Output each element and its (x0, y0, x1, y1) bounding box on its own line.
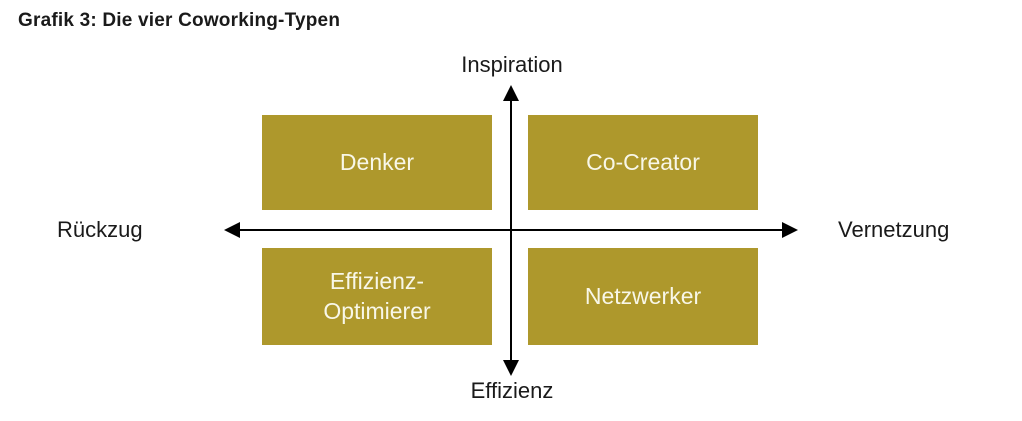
axis-label-vernetzung: Vernetzung (838, 217, 950, 242)
axis-label-effizienz: Effizienz (470, 378, 554, 403)
arrow-left-icon (224, 222, 240, 238)
arrow-down-icon (503, 360, 519, 376)
quadrant-co-creator: Co-Creator (528, 115, 758, 210)
axis-label-rueckzug: Rückzug (57, 217, 143, 242)
axis-label-inspiration: Inspiration (461, 52, 563, 77)
arrow-right-icon (782, 222, 798, 238)
quadrant-denker: Denker (262, 115, 492, 210)
figure-title: Grafik 3: Die vier Coworking-Typen (18, 10, 341, 31)
quadrant-netzwerker: Netzwerker (528, 248, 758, 345)
arrow-up-icon (503, 85, 519, 101)
horizontal-axis-line (238, 229, 782, 231)
quadrant-effizienz-optimierer: Effizienz- Optimierer (262, 248, 492, 345)
